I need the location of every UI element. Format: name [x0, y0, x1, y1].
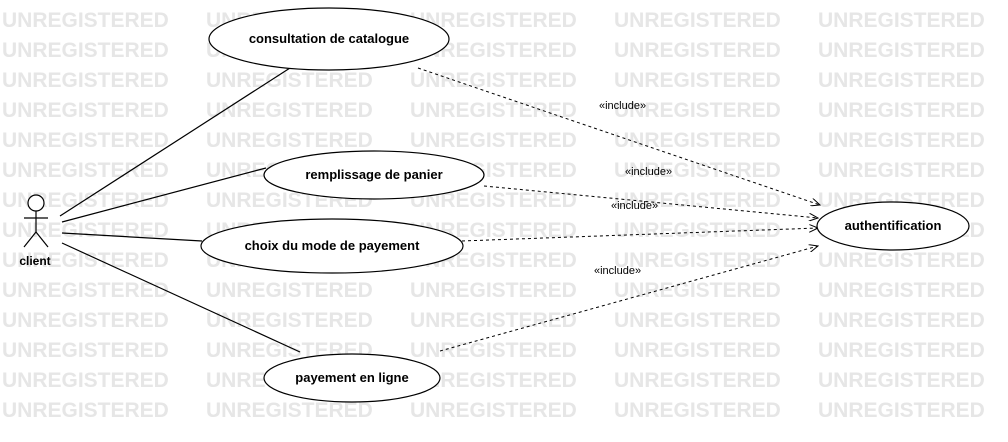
watermark-text: UNREGISTERED	[410, 69, 577, 92]
include-line-choix	[461, 228, 818, 242]
use-case-consultation[interactable]: consultation de catalogue	[208, 7, 450, 71]
watermark-text: UNREGISTERED	[2, 279, 169, 302]
watermark-text: UNREGISTERED	[614, 129, 781, 152]
watermark-text: UNREGISTERED	[2, 339, 169, 362]
watermark-text: UNREGISTERED	[818, 369, 985, 392]
include-lines	[417, 67, 820, 352]
include-label-1: «include»	[599, 100, 646, 112]
watermark-text: UNREGISTERED	[818, 99, 985, 122]
actor-label: client	[19, 254, 50, 268]
watermark-text: UNREGISTERED	[614, 69, 781, 92]
watermark-text: UNREGISTERED	[410, 309, 577, 332]
watermark-text: UNREGISTERED	[206, 69, 373, 92]
watermark-text: UNREGISTERED	[410, 9, 577, 32]
use-case-ellipse	[263, 353, 441, 403]
use-case-panier[interactable]: remplissage de panier	[263, 150, 485, 200]
include-label-3: «include»	[611, 200, 658, 212]
watermark-text: UNREGISTERED	[206, 129, 373, 152]
use-case-label: authentification	[845, 218, 942, 233]
use-case-label: consultation de catalogue	[249, 31, 409, 46]
watermark-text: UNREGISTERED	[206, 399, 373, 422]
watermark-text: UNREGISTERED	[614, 339, 781, 362]
watermark-text: UNREGISTERED	[410, 129, 577, 152]
use-case-label: choix du mode de payement	[245, 238, 420, 253]
actor-head	[27, 194, 45, 212]
use-case-ellipse	[200, 218, 464, 274]
use-case-label: remplissage de panier	[305, 167, 442, 182]
watermark-text: UNREGISTERED	[410, 39, 577, 62]
watermark-text: UNREGISTERED	[614, 219, 781, 242]
include-line-payement	[439, 246, 818, 352]
watermark-text: UNREGISTERED	[2, 249, 169, 272]
watermark-text: UNREGISTERED	[206, 99, 373, 122]
watermark-text: UNREGISTERED	[206, 309, 373, 332]
watermark-text: UNREGISTERED	[2, 159, 169, 182]
watermark-text: UNREGISTERED	[206, 279, 373, 302]
use-case-ellipse	[208, 7, 450, 71]
watermark-text: UNREGISTERED	[614, 9, 781, 32]
watermark-text: UNREGISTERED	[818, 159, 985, 182]
watermark-text: UNREGISTERED	[2, 219, 169, 242]
watermark-text: UNREGISTERED	[614, 249, 781, 272]
watermark-text: UNREGISTERED	[818, 309, 985, 332]
watermark-text: UNREGISTERED	[2, 39, 169, 62]
watermark-text: UNREGISTERED	[2, 129, 169, 152]
watermark-text: UNREGISTERED	[614, 369, 781, 392]
watermark-text: UNREGISTERED	[410, 369, 577, 392]
watermark-text: UNREGISTERED	[818, 279, 985, 302]
use-case-ellipse	[263, 150, 485, 200]
include-label-4: «include»	[594, 265, 641, 277]
watermark-text: UNREGISTERED	[2, 309, 169, 332]
watermark-text: UNREGISTERED	[818, 39, 985, 62]
watermark-text: UNREGISTERED	[410, 279, 577, 302]
watermark-text: UNREGISTERED	[2, 9, 169, 32]
watermark-text: UNREGISTERED	[614, 399, 781, 422]
watermark-text: UNREGISTERED	[614, 279, 781, 302]
watermark-text: UNREGISTERED	[2, 69, 169, 92]
association-lines	[59, 67, 301, 353]
watermark-text: UNREGISTERED	[818, 9, 985, 32]
watermark-text: UNREGISTERED	[410, 189, 577, 212]
watermark-text: UNREGISTERED	[818, 399, 985, 422]
use-case-authentification[interactable]: authentification	[816, 201, 970, 251]
use-case-label: payement en ligne	[295, 370, 408, 385]
use-case-payement[interactable]: payement en ligne	[263, 353, 441, 403]
include-line-panier	[483, 185, 818, 218]
watermark-text: UNREGISTERED	[2, 369, 169, 392]
watermark-text: UNREGISTERED	[614, 159, 781, 182]
watermark-text: UNREGISTERED	[410, 99, 577, 122]
association-panier	[61, 167, 267, 223]
watermark-text: UNREGISTERED	[2, 99, 169, 122]
watermark-text: UNREGISTERED	[2, 399, 169, 422]
watermark-text: UNREGISTERED	[614, 39, 781, 62]
watermark-text: UNREGISTERED	[818, 249, 985, 272]
include-label-2: «include»	[625, 166, 672, 178]
association-payement	[61, 242, 301, 353]
association-consultation	[59, 67, 291, 217]
actor-client[interactable]	[23, 194, 49, 248]
use-case-ellipse	[816, 201, 970, 251]
watermark-text: UNREGISTERED	[614, 309, 781, 332]
watermark-text: UNREGISTERED	[410, 339, 577, 362]
use-case-choix[interactable]: choix du mode de payement	[200, 218, 464, 274]
watermark-text: UNREGISTERED	[818, 339, 985, 362]
actor-leg-left	[23, 231, 37, 248]
watermark-text: UNREGISTERED	[818, 69, 985, 92]
watermark-text: UNREGISTERED	[410, 399, 577, 422]
watermark-text: UNREGISTERED	[614, 189, 781, 212]
association-choix	[61, 232, 203, 242]
watermark-text: UNREGISTERED	[614, 99, 781, 122]
watermark-text: UNREGISTERED	[818, 129, 985, 152]
actor-leg-right	[35, 231, 49, 248]
include-line-consultation	[417, 67, 820, 205]
